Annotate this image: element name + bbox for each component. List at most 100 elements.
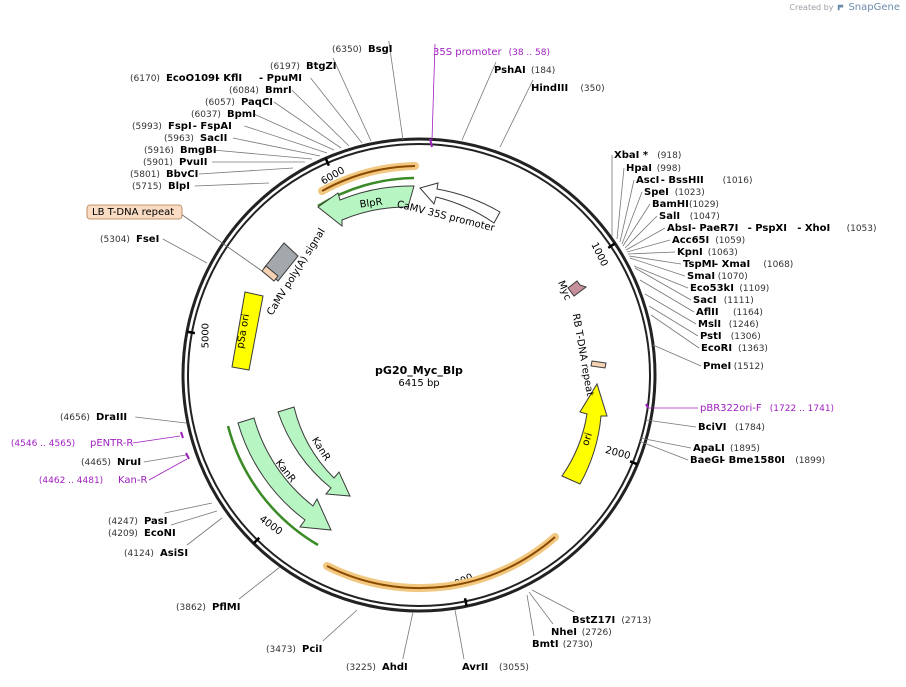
feature-psa-ori[interactable]	[231, 291, 264, 371]
site-name: KpnI	[677, 247, 703, 258]
site-position: (350)	[580, 84, 604, 94]
site-name: EcoNI	[144, 528, 176, 539]
site-nrui[interactable]: (4465)NruI	[81, 454, 187, 468]
site-saci[interactable]: SacI(1111)	[634, 267, 754, 306]
site-kan-r[interactable]: (4462 .. 4481)Kan-R	[39, 458, 188, 486]
site-xbai-[interactable]: XbaI *(918)	[611, 150, 681, 236]
site-label-layer: (6350)BsgI 35S promoter(38 .. 58)PshAI(18…	[11, 40, 877, 673]
site-fspi[interactable]: (5993)FspI - FspAI	[132, 121, 328, 154]
site-bmti[interactable]: BmtI(2730)	[526, 594, 593, 650]
site-bamhi[interactable]: BamHI(1029)	[622, 199, 719, 247]
site-psti[interactable]: PstI(1306)	[648, 305, 761, 342]
site-blpi[interactable]: (5715)BlpI	[132, 181, 270, 192]
site-pshai[interactable]: PshAI(184)	[461, 61, 555, 141]
site-pasi[interactable]: (4247) PasI	[108, 502, 213, 527]
site-sali[interactable]: SalI(1047)	[624, 211, 720, 249]
feature-rb-tdna-repeat-box[interactable]	[590, 360, 607, 369]
site-btgzi[interactable]: (6197)BtgZI	[270, 57, 372, 142]
feature-label-ori: ori	[580, 431, 594, 447]
site-draiii[interactable]: (4656)DraIII	[60, 412, 187, 424]
site-name: AsiSI	[160, 548, 188, 559]
site-position: (5916)	[144, 146, 174, 156]
site-bsgi[interactable]: (6350)BsgI	[332, 40, 404, 141]
site-ecori[interactable]: EcoRI(1363)	[650, 314, 768, 354]
site-name: PciI	[302, 644, 322, 655]
feature-myc-arrow[interactable]	[567, 280, 588, 297]
primer-mark-pentr-r	[180, 431, 184, 439]
site-hpai[interactable]: HpaI(998)	[616, 163, 681, 240]
lb-tdna-repeat-callout[interactable]: LB T-DNA repeat	[86, 204, 263, 272]
site-spei[interactable]: SpeI(1023)	[621, 187, 705, 245]
site-pbr322ori-f[interactable]: pBR322ori-F(1722 .. 1741)	[648, 403, 834, 414]
site-name: BsgI	[368, 44, 392, 55]
site-kpni[interactable]: KpnI(1063)	[627, 247, 738, 258]
site-smai[interactable]: SmaI(1070)	[629, 257, 748, 282]
site-pflmi[interactable]: (3862)PflMI	[176, 566, 281, 613]
site-pmei[interactable]: PmeI(1512)	[652, 344, 764, 372]
feature-camv-35s-promoter-arrow[interactable]	[419, 182, 501, 224]
site-bpmi[interactable]: (6037)BpmI	[191, 109, 335, 151]
site-name: PvuII	[179, 157, 207, 168]
site-name: Kan-R	[118, 475, 147, 486]
feature-lb-tdna-repeat-box[interactable]	[261, 265, 279, 282]
feature-label-myc: Myc	[555, 279, 573, 302]
site-leader-line	[639, 437, 692, 449]
site-bmgbi[interactable]: (5916)BmgBI	[144, 145, 313, 160]
site-asci[interactable]: AscI - BssHII(1016)	[619, 175, 753, 243]
site-paqci[interactable]: (6057)PaqCI	[205, 97, 342, 149]
site-tspmi[interactable]: TspMI - XmaI(1068)	[628, 255, 793, 270]
site-bbvci[interactable]: (5801)BbvCI	[130, 167, 294, 180]
site-pvuii[interactable]: (5901)PvuII	[143, 157, 305, 168]
site-bmri[interactable]: (6084)BmrI	[229, 85, 350, 147]
snapgene-logo-icon	[838, 4, 844, 11]
site-35s-promoter[interactable]: 35S promoter(38 .. 58)	[431, 43, 550, 141]
site-aflii[interactable]: AflII(1164)	[639, 279, 763, 318]
backbone-tick-2000	[629, 460, 638, 466]
site-leader-line	[624, 215, 658, 249]
site-position: (1784)	[735, 423, 765, 433]
site-leader-line	[528, 591, 554, 625]
site-name: PstI	[700, 331, 722, 342]
site-fsei[interactable]: (5304)FseI	[100, 234, 208, 264]
site-position: (1246)	[729, 320, 759, 330]
site-pcii[interactable]: (3473)PciI	[266, 609, 358, 655]
site-leader-line	[291, 89, 350, 147]
site-msli[interactable]: MslI(1246)	[644, 293, 759, 330]
site-position: (918)	[657, 151, 681, 161]
site-position: (4247)	[108, 517, 138, 527]
site-absi[interactable]: AbsI - PaeR7I - PspXI - XhoI(1053)	[625, 223, 877, 251]
site-ahdi[interactable]: (3225)AhdI	[346, 611, 414, 673]
site-extra: - PaeR7I	[692, 223, 739, 234]
site-leader-line	[310, 77, 363, 144]
site-acc65i[interactable]: Acc65I(1059)	[626, 235, 745, 253]
site-sacii[interactable]: (5963)SacII	[164, 133, 321, 157]
site-leader-line	[135, 416, 187, 424]
site-name: FspI	[168, 121, 192, 132]
feature-blpr-arrow[interactable]	[317, 185, 415, 228]
primer-mark-kan-r	[185, 452, 190, 460]
site-econi[interactable]: (4209)EcoNI	[108, 510, 218, 539]
site-pentr-r[interactable]: (4546 .. 4565)pENTR-R	[11, 435, 181, 449]
site-ecoo109i[interactable]: (6170)EcoO109I - KflI - PpuMI	[130, 73, 363, 144]
feature-highlight-bottom-core	[326, 536, 556, 590]
site-avrii[interactable]: AvrII(3055)	[454, 609, 529, 673]
site-nhei[interactable]: NheI(2726)	[528, 591, 612, 638]
site-position: (1059)	[715, 236, 745, 246]
site-apali[interactable]: ApaLI(1895)	[639, 437, 760, 454]
site-name: BciVI	[698, 422, 726, 433]
feature-kanr-inner-arrow[interactable]	[277, 406, 351, 497]
site-eco53ki[interactable]: Eco53kI(1109)	[633, 265, 769, 294]
site-name: PasI	[144, 516, 167, 527]
site-leader-line	[645, 419, 697, 428]
feature-ori-arrow[interactable]	[561, 382, 608, 485]
site-baegi[interactable]: BaeGI - Bme1580I(1899)	[638, 440, 825, 466]
site-position: (5801)	[130, 170, 160, 180]
site-leader-line	[638, 440, 689, 461]
site-hindiii[interactable]: HindIII(350)	[499, 79, 605, 148]
site-asisi[interactable]: (4124)AsiSI	[124, 517, 223, 559]
site-bstz17i[interactable]: BstZ17I(2713)	[531, 589, 651, 626]
site-bcivi[interactable]: BciVI (1784)	[645, 419, 765, 433]
site-leader-line	[628, 255, 682, 265]
feature-kanr-outer-arrow[interactable]	[237, 417, 332, 531]
site-leader-line	[164, 502, 213, 514]
